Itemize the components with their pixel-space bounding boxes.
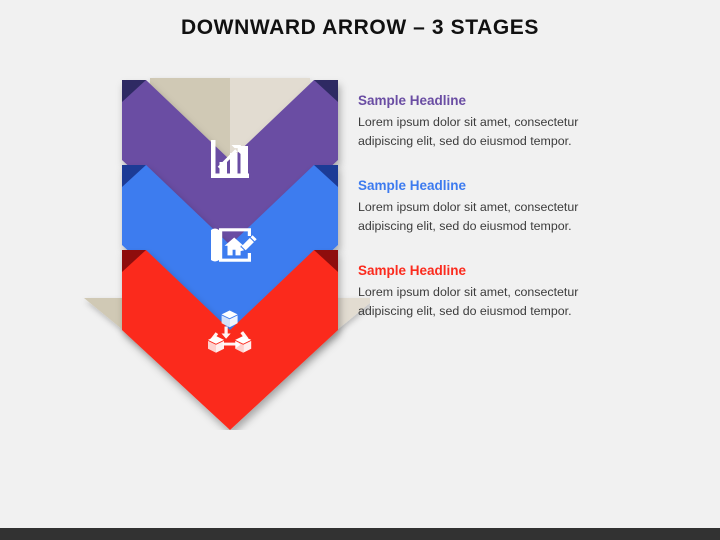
cube-bottom-left [208,336,224,353]
stage-3-fold-right [314,250,338,272]
stage-2-fold-left [122,165,146,187]
bar-chart-growth-icon [211,140,249,178]
stage-3-chevron[interactable] [122,250,338,430]
blueprint-house-pencil-icon [211,228,257,262]
page-title: DOWNWARD ARROW – 3 STAGES [180,16,539,39]
downward-arrow-graphic [70,70,370,430]
cube-top [221,310,238,328]
stage-2-headline: Sample Headline [358,178,467,193]
connected-cubes-icon [208,310,252,353]
stage-3-text-block: Sample Headline Lorem ipsum dolor sit am… [358,263,634,321]
stage-1-headline: Sample Headline [358,93,467,108]
stage-2-text-block: Sample Headline Lorem ipsum dolor sit am… [358,178,634,236]
stage-1-body: Lorem ipsum dolor sit amet, consectetur … [358,114,579,148]
stage-1-fold-left [122,80,146,102]
cube-bottom-right [235,336,252,353]
stage-1-text-block: Sample Headline Lorem ipsum dolor sit am… [358,93,634,151]
stage-1-fold-right [314,80,338,102]
stage-2-body: Lorem ipsum dolor sit amet, consectetur … [358,199,579,233]
stage-3-fold-left [122,250,146,272]
stage-3-band[interactable] [122,250,338,430]
stage-2-fold-right [314,165,338,187]
bottom-accent-bar [0,528,720,540]
stage-3-body: Lorem ipsum dolor sit amet, consectetur … [358,284,579,318]
stage-3-headline: Sample Headline [358,263,467,278]
